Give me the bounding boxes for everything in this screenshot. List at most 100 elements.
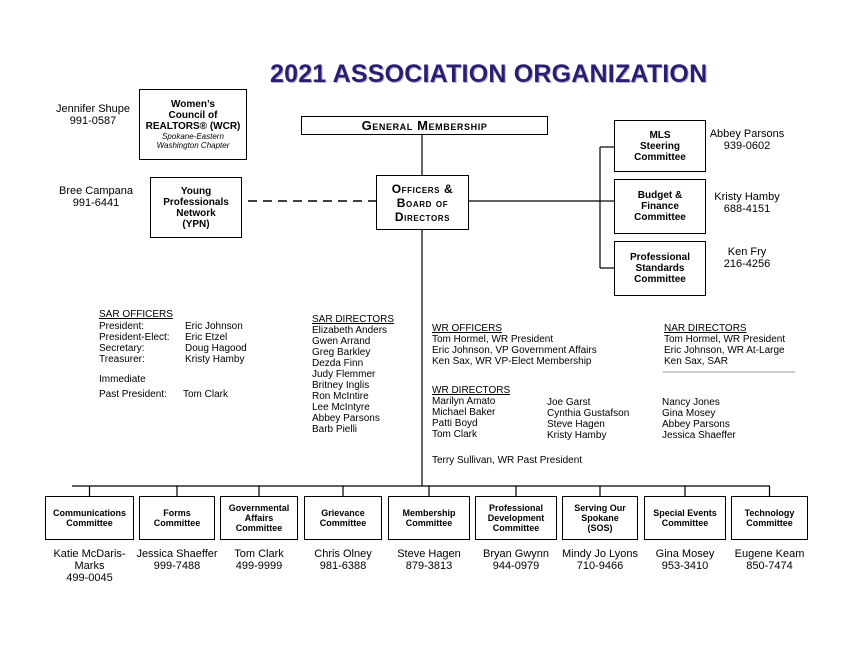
contact-line: 710-9466 <box>576 560 624 572</box>
committee-line: Committee <box>661 518 709 528</box>
sar-director: Judy Flemmer <box>312 369 376 380</box>
sar-past-name: Tom Clark <box>183 389 229 400</box>
committee-line: Grievance <box>321 508 365 518</box>
wcr-line-2: Council of <box>168 110 218 121</box>
sar-past-role: Past President: <box>99 389 167 400</box>
contact-line: Chris Olney <box>314 548 372 560</box>
sar-officer-name: Kristy Hamby <box>185 354 245 365</box>
committee-line: Committee <box>405 518 453 528</box>
committee-line: Special Events <box>653 508 717 518</box>
wr-director: Steve Hagen <box>547 419 605 430</box>
committee-line: Committee <box>235 523 283 533</box>
general-membership-box: General Membership <box>301 116 548 135</box>
mls-contact: Abbey Parsons 939-0602 <box>705 128 789 152</box>
wr-past-president: Terry Sullivan, WR Past President <box>432 455 583 466</box>
prof-std-contact: Ken Fry 216-4256 <box>705 246 789 270</box>
sar-director: Elizabeth Anders <box>312 325 388 336</box>
sar-officer-role: Treasurer: <box>99 354 145 365</box>
wcr-contact-phone: 991-0587 <box>69 115 117 127</box>
wr-officers-heading: WR OFFICERS <box>432 323 502 334</box>
wr-director: Patti Boyd <box>432 418 478 429</box>
contact-line: Jessica Shaeffer <box>136 548 218 560</box>
nar-director: Tom Hormel, WR President <box>664 334 786 345</box>
wr-director: Kristy Hamby <box>547 430 607 441</box>
prof-std-contact-name: Ken Fry <box>727 246 767 258</box>
budget-contact: Kristy Hamby 688-4151 <box>705 191 789 215</box>
sar-director: Greg Barkley <box>312 347 371 358</box>
wr-director: Abbey Parsons <box>662 419 730 430</box>
sar-director: Britney Inglis <box>312 380 370 391</box>
budget-line-3: Committee <box>634 212 686 223</box>
wr-director: Joe Garst <box>547 397 591 408</box>
prof-std-contact-phone: 216-4256 <box>723 258 771 270</box>
committee-line: Membership <box>402 508 456 518</box>
contact-line: 499-0045 <box>66 572 113 584</box>
wr-director: Tom Clark <box>432 429 478 440</box>
wr-directors-col1: WR DIRECTORS Marilyn Amato Michael Baker… <box>432 385 542 440</box>
professional-development-contact: Bryan Gwynn 944-0979 <box>475 548 557 572</box>
general-membership-label: General Membership <box>361 118 488 133</box>
sar-director: Lee McIntyre <box>312 402 370 413</box>
nar-directors: NAR DIRECTORS Tom Hormel, WR President E… <box>664 323 814 367</box>
sar-director: Gwen Arrand <box>312 336 371 347</box>
prof-std-line-2: Standards <box>635 263 685 274</box>
contact-line: Katie McDaris- <box>53 548 126 560</box>
sar-immediate: Immediate <box>99 374 146 385</box>
budget-line-2: Finance <box>641 201 679 212</box>
wr-director: Nancy Jones <box>662 397 720 408</box>
sar-officers: SAR OFFICERS President:Eric Johnson Pres… <box>99 309 299 400</box>
nar-director: Ken Sax, SAR <box>664 356 728 367</box>
committee-line: (SOS) <box>587 523 613 533</box>
sar-officer-row: Treasurer: Kristy Hamby <box>99 354 299 365</box>
mls-line-1: MLS <box>649 129 671 141</box>
sar-director: Barb Pielli <box>312 424 358 435</box>
special-events-contact: Gina Mosey 953-3410 <box>644 548 726 572</box>
ypn-contact: Bree Campana 991-6441 <box>46 185 146 209</box>
wcr-box: Women’s Council of REALTORS® (WCR) Spoka… <box>139 89 247 160</box>
nar-director: Eric Johnson, WR At-Large <box>664 345 785 356</box>
sar-officer-row: President:Eric Johnson <box>99 321 299 332</box>
committee-line: Committee <box>746 518 793 528</box>
wcr-line-3: REALTORS® (WCR) <box>145 121 241 132</box>
mls-line-3: Committee <box>634 151 686 163</box>
contact-line: Eugene Keam <box>734 548 805 560</box>
committee-line: Communications <box>52 508 126 518</box>
wr-director: Michael Baker <box>432 407 496 418</box>
wr-director: Gina Mosey <box>662 408 716 419</box>
contact-line: Tom Clark <box>234 548 284 560</box>
committee-line: Forms <box>163 508 191 518</box>
technology-contact: Eugene Keam 850-7474 <box>726 548 813 572</box>
wcr-sub-2: Washington Chapter <box>156 141 230 150</box>
wr-director: Cynthia Gustafson <box>547 408 630 419</box>
sos-contact: Mindy Jo Lyons 710-9466 <box>557 548 643 572</box>
contact-line: 953-3410 <box>661 560 709 572</box>
committee-line: Technology <box>744 508 795 518</box>
committee-line: Committee <box>492 523 540 533</box>
directors-line: Directors <box>394 209 451 224</box>
ypn-line-3: Network <box>176 207 216 219</box>
ypn-line-4: (YPN) <box>182 218 210 230</box>
contact-line: 850-7474 <box>746 560 793 572</box>
sar-officer-row: Secretary:Doug Hagood <box>99 343 299 354</box>
wr-directors-col2: Joe Garst Cynthia Gustafson Steve Hagen … <box>547 397 657 441</box>
wr-officer: Ken Sax, WR VP-Elect Membership <box>432 356 592 367</box>
committee-line: Affairs <box>244 513 274 523</box>
contact-line: 879-3813 <box>405 560 453 572</box>
committee-line: Committee <box>66 518 113 528</box>
contact-line: Steve Hagen <box>397 548 461 560</box>
wcr-contact-name: Jennifer Shupe <box>56 103 130 115</box>
ypn-line-1: Young <box>180 185 212 197</box>
contact-line: Marks <box>74 560 105 572</box>
sar-director: Ron McIntire <box>312 391 369 402</box>
wr-directors-heading: WR DIRECTORS <box>432 385 511 396</box>
budget-contact-phone: 688-4151 <box>723 203 771 215</box>
wcr-line-1: Women’s <box>171 99 215 110</box>
wr-officer: Tom Hormel, WR President <box>432 334 554 345</box>
